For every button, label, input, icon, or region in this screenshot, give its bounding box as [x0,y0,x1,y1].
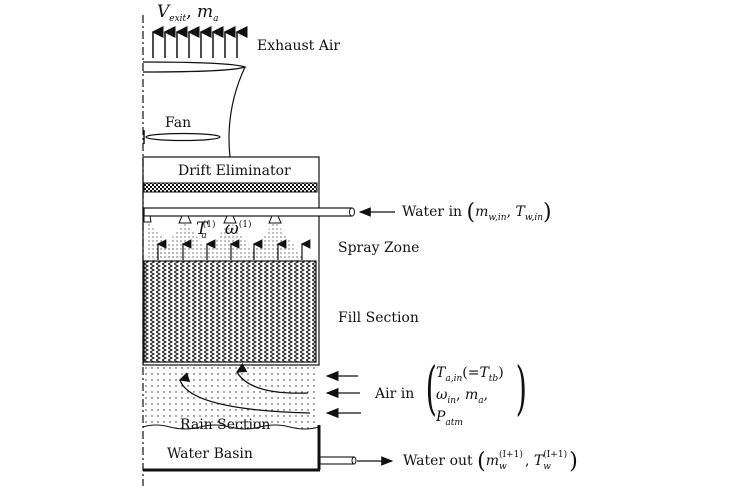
t-subscript: w,in [524,213,543,223]
paren-close: ) [515,354,527,422]
drift-eliminator-label: Drift Eliminator [178,163,291,179]
drift-eliminator [143,182,318,193]
paren-open: ( [466,200,476,225]
t-symbol: T [436,365,446,381]
spray-variables-label: Ta(1) ω(1) [196,219,252,241]
tower-body [142,156,320,366]
t-scripts: (I+1) w [543,450,569,472]
m-subscript: a [478,396,484,406]
comma: , [506,204,516,220]
exhaust-velocity-label: Vexit, ma [157,2,219,24]
air-in-label: Air in [375,386,415,402]
v-subscript: exit [169,14,187,24]
t-symbol: T [533,453,544,469]
paren-open: ( [477,449,486,474]
comma: , [456,387,466,403]
outlet-pipe [319,456,394,466]
p-subscript: atm [445,418,463,428]
comma: , [524,453,534,469]
t-subscript: a [201,231,207,241]
comma: , [483,387,489,403]
omega-subscript: in [447,396,457,406]
comma: , [186,2,197,22]
m-subscript: a [213,14,219,24]
m-subscript: w [498,462,507,472]
air-in-line-3: Patm [436,409,463,428]
fan-stack [142,61,247,158]
omega-superscript: (1) [238,220,252,230]
m-symbol: m [197,2,214,22]
m-scripts: (I+1) w [499,450,525,472]
ttb-symbol: T [479,365,489,381]
air-in-line-1: Ta,in(=Ttb) [436,365,504,384]
fan-label: Fan [165,115,192,131]
water-in-text: Water in [402,204,463,220]
ttb-subscript: tb [488,374,499,384]
t-superscript: (1) [202,220,216,230]
water-basin-label: Water Basin [167,446,253,462]
t-superscript: (I+1) [543,450,568,460]
air-flow-curves [178,362,311,414]
paren-close: ) [569,449,578,474]
t-symbol: T [196,219,208,239]
paren-open: ( [425,354,437,422]
paren-close: ) [543,200,552,225]
air-in-parameters: ( ) Ta,in(=Ttb) ωin, ma, Patm [426,359,528,435]
fill-section-label: Fill Section [338,310,419,326]
t-symbol: T [515,204,525,220]
p-symbol: P [436,409,446,425]
fan-blade [143,130,221,144]
t-subscript: w [543,462,551,472]
equals: (= [462,365,480,381]
omega-symbol: ω [224,219,239,239]
fill-section [143,260,317,363]
m-symbol: m [485,453,499,469]
air-in-line-2: ωin, ma, [436,387,488,406]
close: ) [498,365,504,381]
water-out-label: Water out (m(I+1)w, T(I+1)w) [403,449,578,474]
rain-section-label: Rain Section [180,417,271,433]
exhaust-air-label: Exhaust Air [257,38,341,54]
omega-symbol: ω [436,387,448,403]
water-basin [143,425,321,472]
m-symbol: m [465,387,479,403]
t-subscript: a,in [445,374,463,384]
water-out-text: Water out [403,453,473,469]
spray-zone-label: Spray Zone [338,240,420,256]
v-symbol: V [157,2,170,22]
water-pipe [143,207,355,217]
m-superscript: (I+1) [498,450,523,460]
air-in-arrows [325,370,361,419]
exhaust-arrows [151,26,248,58]
water-in-label: Water in (mw,in, Tw,in) [402,200,552,225]
spray-nozzles [143,215,282,224]
m-symbol: m [475,204,489,220]
spray-zone-arrows [156,239,311,260]
m-subscript: w,in [488,213,507,223]
